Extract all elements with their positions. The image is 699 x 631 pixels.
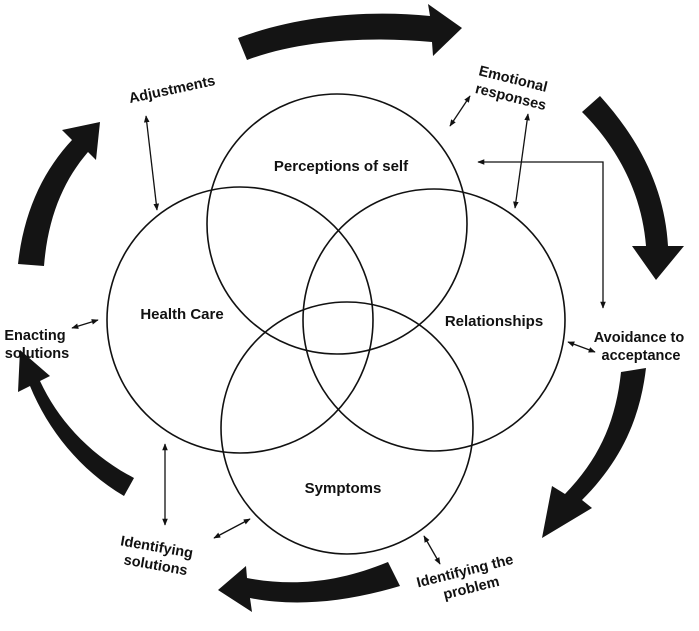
label-health-care: Health Care: [140, 306, 223, 323]
link-avoidance: [567, 341, 596, 353]
circle-symptoms: [220, 301, 474, 555]
link-identifying-solutions-right: [213, 518, 251, 539]
cycle-arrow-lower-right: [542, 368, 646, 538]
label-symptoms: Symptoms: [305, 480, 382, 497]
link-perceptions-to-avoidance: [477, 159, 606, 309]
stage-adjustments: Adjustments: [128, 73, 217, 107]
cycle-arrow-top: [238, 4, 462, 60]
link-identifying-problem: [423, 535, 441, 565]
cycle-arrow-left: [18, 122, 100, 266]
stage-avoidance-to-acceptance: Avoidance to acceptance: [594, 330, 689, 364]
stage-identifying-solutions: Identifying solutions: [116, 533, 198, 580]
domain-labels: Perceptions of self Health Care Relation…: [140, 158, 543, 497]
circle-relationships: [302, 188, 566, 452]
cycle-arrow-lower-left: [18, 350, 134, 496]
stage-identifying-the-problem: Identifying the problem: [415, 551, 523, 609]
circle-health-care: [106, 186, 374, 454]
stage-emotional-responses: Emotional responses: [473, 63, 553, 114]
domain-circles: [106, 93, 566, 555]
label-relationships: Relationships: [445, 313, 543, 330]
cycle-arrow-right: [582, 96, 684, 280]
link-adjustments: [143, 115, 160, 211]
cycle-arrow-bottom: [218, 562, 400, 612]
stage-enacting-solutions: Enacting solutions: [4, 328, 69, 362]
link-enacting: [71, 319, 99, 329]
circle-perceptions-of-self: [206, 93, 468, 355]
link-emotional-left: [449, 95, 471, 127]
link-emotional-right: [513, 113, 530, 209]
cycle-arrows: [18, 4, 684, 612]
connector-arrows: [71, 95, 606, 565]
label-perceptions-of-self: Perceptions of self: [274, 158, 409, 175]
stage-labels: Adjustments Emotional responses Avoidanc…: [4, 63, 689, 609]
